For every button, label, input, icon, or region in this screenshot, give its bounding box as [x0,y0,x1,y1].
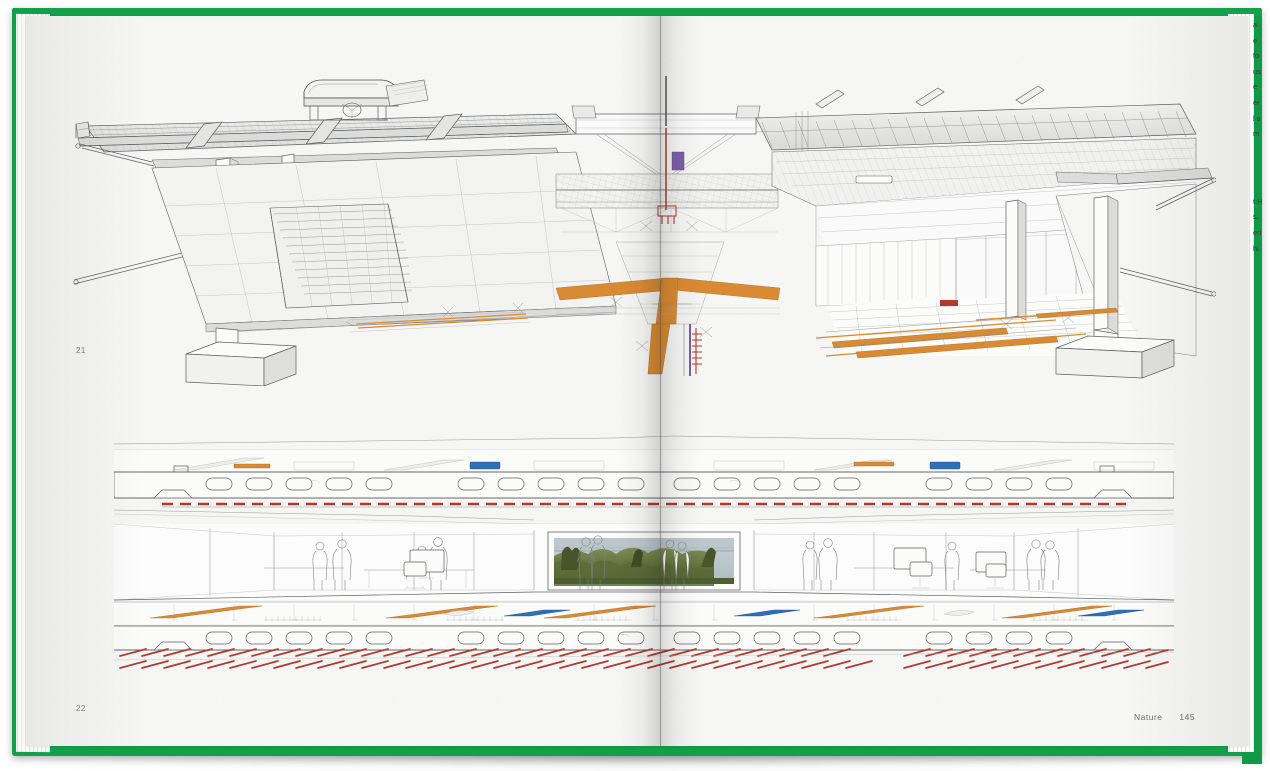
figure-person [312,541,328,590]
clipped-line: e [1253,82,1258,92]
column-footing-left [185,327,297,386]
footer-chapter: Nature [1134,712,1163,722]
figure-person [802,540,818,590]
clipped-line: a [1253,20,1258,29]
figure-person [332,539,352,590]
orange-underslab-run [975,307,1119,321]
axono-left-half [73,79,617,386]
radiant-heating-grid [119,648,1169,669]
hollow-core-voids-upper [205,477,1073,491]
lower-hollowcore-slab [114,625,1174,651]
red-pipe-bundle [692,328,702,374]
footer-page-number: 145 [1179,712,1196,722]
clipped-line: hi [1253,243,1259,253]
glazed-facade-mullions [209,528,1079,596]
figure-21-cutaway-axonometric [56,56,1216,386]
clipped-line: m [1253,129,1260,139]
office-chair [909,561,933,589]
clipped-line: e [1253,35,1258,45]
axono-right-half [755,85,1216,379]
figure-person [576,537,596,590]
stair-flight [269,203,413,309]
figure-person [590,535,606,590]
figure-person [818,538,838,590]
clipped-line: t H [1253,196,1263,206]
hollow-core-voids-lower [205,631,1073,645]
column-footing-right [1055,329,1175,379]
figure-person [1040,540,1060,590]
figure-22-building-section [114,428,1174,683]
clipped-line: er [1253,97,1260,107]
ceiling-light-fixture [855,175,893,184]
column-right-inner [1005,199,1027,321]
raised-access-floor [114,591,1174,624]
next-page-clipped-text: a e fo us e er l v m t H s, eri hi [1253,20,1270,720]
clipped-line: s, [1253,212,1259,222]
office-interior [114,523,1174,601]
figure-person [1026,539,1046,590]
orange-floor-strip [815,319,1087,359]
orange-floor-duct [149,605,1113,619]
clipped-line: us [1253,66,1261,76]
office-chair [403,561,427,591]
rooftop-ventilation-unit [303,79,429,121]
clipped-line: l v [1253,113,1261,123]
axono-center-detail [555,76,781,376]
radiant-ceiling-strip [162,502,1126,508]
floor-grid [827,293,1139,355]
page-spread: 21 [26,16,1248,746]
figure-21-label: 21 [76,346,86,355]
upper-hollowcore-slab [114,435,1174,499]
page-folio-left: 22 [76,704,86,713]
clipped-gap [1253,145,1270,191]
column-right-outer [1093,195,1119,335]
figure-person [944,541,960,590]
clipped-line: fo [1253,51,1260,61]
page-footer-right: Nature 145 [1134,712,1209,722]
office-chair [985,563,1007,589]
cable-tray-ribs [264,616,1088,621]
red-valve-fitting [657,205,677,224]
orange-service-main [555,277,781,325]
landscape-photo-insert [554,538,734,586]
office-furniture [264,547,1046,591]
roof-joists [761,110,1187,149]
figure-person [674,541,690,590]
blue-service-box [503,609,1145,617]
clipped-line: eri [1253,227,1262,237]
landscape-window [547,531,741,591]
